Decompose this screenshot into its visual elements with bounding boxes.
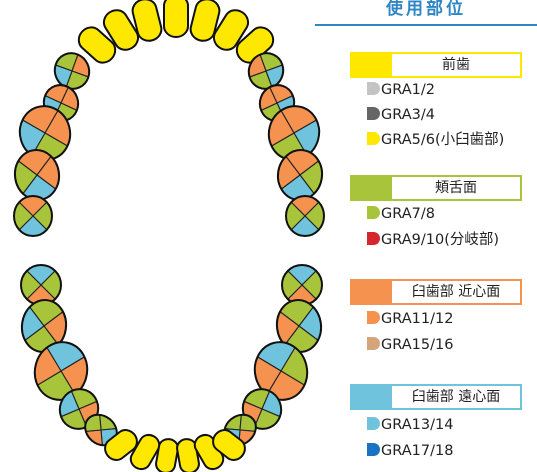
- posterior-tooth: [13, 195, 53, 237]
- legend-color-block: [352, 281, 392, 303]
- legend-item-label: GRA9/10(分岐部): [381, 232, 500, 248]
- legend-swatch: [367, 206, 380, 219]
- posterior-tooth: [242, 47, 290, 95]
- tooth-surface: [239, 408, 263, 435]
- front-tooth: [104, 429, 138, 461]
- legend-item-label: GRA1/2: [381, 82, 435, 98]
- legend-section-label: 臼歯部 近心面: [411, 284, 501, 300]
- legend-section-label: 前歯: [442, 57, 470, 73]
- legend-item-label: GRA17/18: [381, 443, 454, 459]
- tooth-surface: [236, 383, 286, 410]
- tooth-surface: [247, 47, 290, 72]
- legend-item-gra17-18: GRA17/18: [367, 442, 453, 460]
- tooth-surface: [276, 80, 300, 126]
- tooth-surface: [60, 80, 84, 126]
- legend-swatch: [367, 107, 380, 120]
- legend-item-gra13-14: GRA13/14: [367, 416, 453, 434]
- legend-item-label: GRA11/12: [381, 311, 454, 327]
- legend-color-block: [352, 177, 392, 199]
- legend-swatch: [367, 417, 380, 430]
- legend-item-label: GRA15/16: [381, 337, 454, 353]
- front-tooth: [155, 438, 179, 472]
- legend-item-gra5-6: GRA5/6(小臼歯部): [367, 131, 504, 149]
- posterior-tooth: [248, 336, 314, 406]
- legend-swatch: [367, 337, 380, 350]
- legend-section-header: 頬舌面: [350, 175, 522, 201]
- legend-section-label: 臼歯部 遠心面: [411, 389, 501, 405]
- tooth-surface: [254, 80, 278, 126]
- legend-item-label: GRA13/14: [381, 417, 454, 433]
- legend-item-label: GRA7/8: [381, 206, 435, 222]
- tooth-surface: [71, 47, 96, 90]
- legend-section-header: 前歯: [350, 52, 522, 78]
- front-tooth: [212, 429, 246, 461]
- tooth-outline: [247, 52, 285, 90]
- tooth-outline: [13, 195, 53, 237]
- page-title: 使用部位: [386, 0, 466, 19]
- tooth-surface: [53, 408, 103, 435]
- tooth-outline: [285, 195, 325, 237]
- legend-color-block: [352, 54, 392, 76]
- tooth-surface: [55, 383, 105, 410]
- posterior-tooth: [273, 297, 325, 355]
- legend-item-gra3-4: GRA3/4: [367, 106, 435, 124]
- tooth-surface: [38, 80, 84, 104]
- legend-item-gra7-8: GRA7/8: [367, 205, 435, 223]
- tooth-outline: [53, 52, 91, 90]
- tooth-surface: [48, 52, 73, 95]
- posterior-tooth: [18, 297, 70, 355]
- tooth-surface: [242, 70, 285, 95]
- tooth-surface: [78, 408, 102, 435]
- front-tooth: [129, 433, 161, 471]
- tooth-surface: [261, 383, 288, 433]
- tooth-outline: [253, 341, 309, 401]
- legend-item-gra15-16: GRA15/16: [367, 336, 453, 354]
- tooth-surface: [48, 47, 91, 72]
- tooth-surface: [53, 70, 96, 95]
- tooth-surface: [53, 383, 80, 433]
- tooth-surface: [265, 52, 290, 95]
- legend-item-gra11-12: GRA11/12: [367, 310, 453, 328]
- front-tooth: [131, 0, 163, 42]
- tooth-outline: [33, 341, 89, 401]
- front-tooth: [163, 0, 189, 38]
- front-tooth: [176, 438, 200, 472]
- front-tooth: [212, 9, 250, 51]
- posterior-tooth: [48, 47, 96, 95]
- front-tooth: [189, 0, 221, 42]
- tooth-surface: [236, 385, 263, 435]
- legend-swatch: [367, 132, 380, 145]
- legend-swatch: [367, 232, 380, 245]
- tooth-surface: [78, 385, 105, 435]
- legend-color-block: [352, 386, 392, 408]
- tooth-surface: [38, 80, 62, 126]
- front-tooth: [77, 26, 117, 64]
- posterior-tooth: [285, 195, 325, 237]
- legend-swatch: [367, 82, 380, 95]
- legend-swatch: [367, 311, 380, 324]
- legend-section-label: 頬舌面: [435, 180, 477, 196]
- tooth-surface: [254, 80, 300, 104]
- dental-arch-diagram: [11, 0, 326, 472]
- legend-item-gra9-10: GRA9/10(分岐部): [367, 231, 499, 249]
- tooth-surface: [238, 408, 288, 435]
- legend-section-header: 臼歯部 近心面: [350, 279, 522, 305]
- tooth-surface: [242, 47, 267, 90]
- front-tooth: [102, 9, 140, 51]
- title-underline: [315, 24, 537, 26]
- legend-item-label: GRA3/4: [381, 107, 435, 123]
- tooth-outline: [275, 299, 323, 353]
- posterior-tooth: [28, 336, 94, 406]
- legend-swatch: [367, 443, 380, 456]
- legend-section-header: 臼歯部 遠心面: [350, 384, 522, 410]
- tooth-outline: [20, 299, 68, 353]
- legend-item-gra1-2: GRA1/2: [367, 81, 435, 99]
- legend-item-label: GRA5/6(小臼歯部): [381, 132, 505, 148]
